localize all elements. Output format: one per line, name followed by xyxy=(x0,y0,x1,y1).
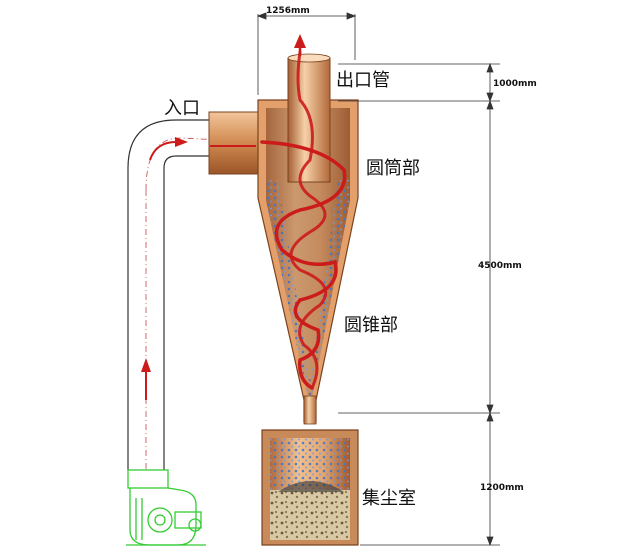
right-arrow-icon xyxy=(175,137,188,147)
dimension-lines xyxy=(256,12,500,547)
dimension-outlet-height: 1000mm xyxy=(493,79,537,89)
fan-blower xyxy=(126,469,206,546)
dimension-body-height: 4500mm xyxy=(478,261,522,271)
outlet-arrow-icon xyxy=(294,34,306,48)
up-arrow-icon xyxy=(141,358,151,372)
label-inlet: 入口 xyxy=(164,98,200,119)
dimension-top-width: 1256mm xyxy=(266,6,310,16)
label-dust-chamber: 集尘室 xyxy=(362,488,416,509)
dust-chamber xyxy=(261,429,359,546)
dimension-chamber-height: 1200mm xyxy=(480,483,524,493)
label-cylinder-section: 圆筒部 xyxy=(366,158,420,179)
label-cone-section: 圆锥部 xyxy=(344,315,398,336)
inlet-box xyxy=(208,111,268,175)
inlet-duct xyxy=(127,119,263,470)
label-outlet-pipe: 出口管 xyxy=(336,70,390,91)
